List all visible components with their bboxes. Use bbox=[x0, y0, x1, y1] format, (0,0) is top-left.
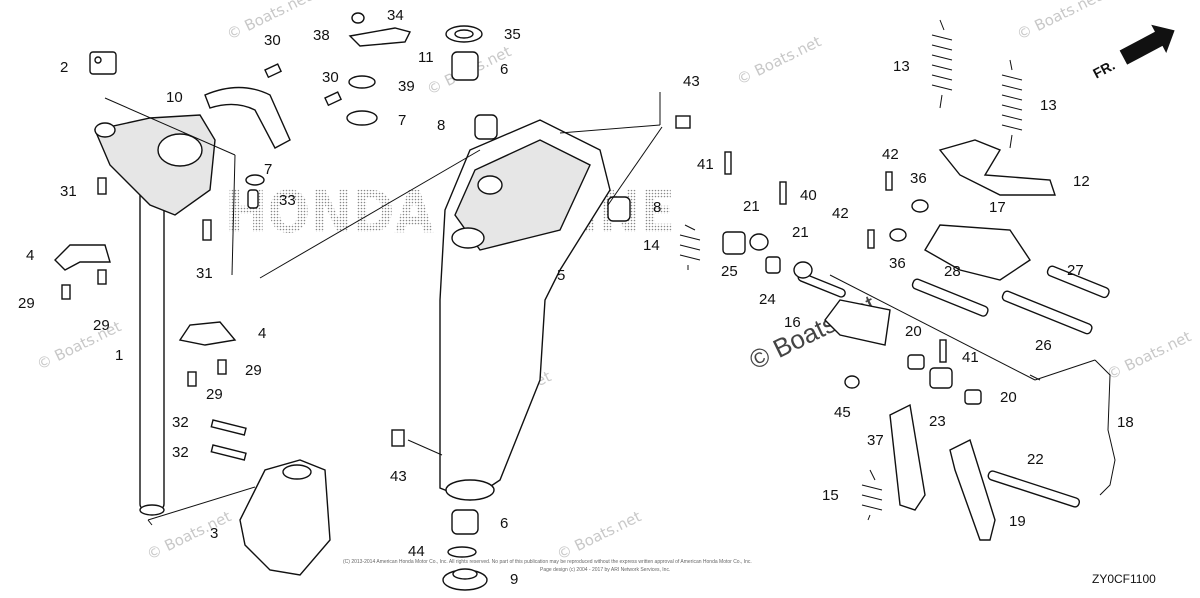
callout-6: 6 bbox=[500, 515, 508, 532]
callout-45: 45 bbox=[834, 404, 851, 421]
callout-12: 12 bbox=[1073, 173, 1090, 190]
direction-label: FR. bbox=[1090, 57, 1117, 82]
callout-26: 26 bbox=[1035, 337, 1052, 354]
callout-24: 24 bbox=[759, 291, 776, 308]
callout-39: 39 bbox=[398, 78, 415, 95]
callout-13: 13 bbox=[1040, 97, 1057, 114]
callout-43: 43 bbox=[683, 73, 700, 90]
callout-23: 23 bbox=[929, 413, 946, 430]
callout-37: 37 bbox=[867, 432, 884, 449]
watermark: © Boats.net bbox=[144, 507, 234, 563]
watermark: © Boats.net bbox=[1104, 327, 1194, 383]
callout-1: 1 bbox=[115, 347, 123, 364]
callout-43: 43 bbox=[390, 468, 407, 485]
callout-8: 8 bbox=[653, 199, 661, 216]
callout-29: 29 bbox=[93, 317, 110, 334]
callout-31: 31 bbox=[60, 183, 77, 200]
callout-34: 34 bbox=[387, 7, 404, 24]
callout-31: 31 bbox=[196, 265, 213, 282]
tilt-linkage-assembly bbox=[679, 19, 1116, 541]
callout-28: 28 bbox=[944, 263, 961, 280]
callout-10: 10 bbox=[166, 89, 183, 106]
callout-22: 22 bbox=[1027, 451, 1044, 468]
callout-41: 41 bbox=[697, 156, 714, 173]
watermark: © Boats.net bbox=[734, 32, 824, 88]
callout-5: 5 bbox=[557, 267, 565, 284]
callout-29: 29 bbox=[206, 386, 223, 403]
callout-11: 11 bbox=[418, 49, 434, 66]
callout-27: 27 bbox=[1067, 262, 1084, 279]
callout-4: 4 bbox=[258, 325, 266, 342]
callout-32: 32 bbox=[172, 444, 189, 461]
swivel-case-assembly bbox=[259, 12, 691, 591]
front-direction-arrow: FR. bbox=[1090, 24, 1175, 82]
copyright-line: (C) 2013-2014 American Honda Motor Co., … bbox=[343, 559, 752, 565]
callout-44: 44 bbox=[408, 543, 425, 560]
callout-40: 40 bbox=[800, 187, 817, 204]
diagram-code: ZY0CF1100 bbox=[1092, 572, 1156, 586]
callout-7: 7 bbox=[264, 161, 272, 178]
callout-36: 36 bbox=[889, 255, 906, 272]
callout-16: 16 bbox=[784, 314, 801, 331]
callout-14: 14 bbox=[643, 237, 660, 254]
callout-labels: 1 2 3 4 4 5 6 6 7 7 8 8 9 10 11 12 13 13… bbox=[18, 7, 1134, 588]
callout-35: 35 bbox=[504, 26, 521, 43]
callout-4: 4 bbox=[26, 247, 34, 264]
callout-8: 8 bbox=[437, 117, 445, 134]
callout-25: 25 bbox=[721, 263, 738, 280]
callout-13: 13 bbox=[893, 58, 910, 75]
callout-33: 33 bbox=[279, 192, 296, 209]
callout-15: 15 bbox=[822, 487, 839, 504]
callout-7: 7 bbox=[398, 112, 406, 129]
watermark: © Boats.net bbox=[1014, 0, 1104, 44]
callout-2: 2 bbox=[60, 59, 68, 76]
callout-29: 29 bbox=[245, 362, 262, 379]
callout-30: 30 bbox=[264, 32, 281, 49]
callout-32: 32 bbox=[172, 414, 189, 431]
steering-shaft-assembly bbox=[54, 51, 331, 576]
callout-21: 21 bbox=[792, 224, 809, 241]
callout-41: 41 bbox=[962, 349, 979, 366]
watermark: © Boats.net bbox=[554, 507, 644, 563]
callout-21: 21 bbox=[743, 198, 760, 215]
watermark: © Boats.net bbox=[34, 317, 124, 373]
callout-36: 36 bbox=[910, 170, 927, 187]
callout-29: 29 bbox=[18, 295, 35, 312]
callout-19: 19 bbox=[1009, 513, 1026, 530]
callout-20: 20 bbox=[1000, 389, 1017, 406]
callout-6: 6 bbox=[500, 61, 508, 78]
callout-20: 20 bbox=[905, 323, 922, 340]
callout-3: 3 bbox=[210, 525, 218, 542]
callout-30: 30 bbox=[322, 69, 339, 86]
callout-42: 42 bbox=[882, 146, 899, 163]
callout-18: 18 bbox=[1117, 414, 1134, 431]
callout-17: 17 bbox=[989, 199, 1006, 216]
callout-9: 9 bbox=[510, 571, 518, 588]
copyright-line: Page design (c) 2004 - 2017 by ARI Netwo… bbox=[540, 567, 670, 573]
callout-38: 38 bbox=[313, 27, 330, 44]
callout-42: 42 bbox=[832, 205, 849, 222]
